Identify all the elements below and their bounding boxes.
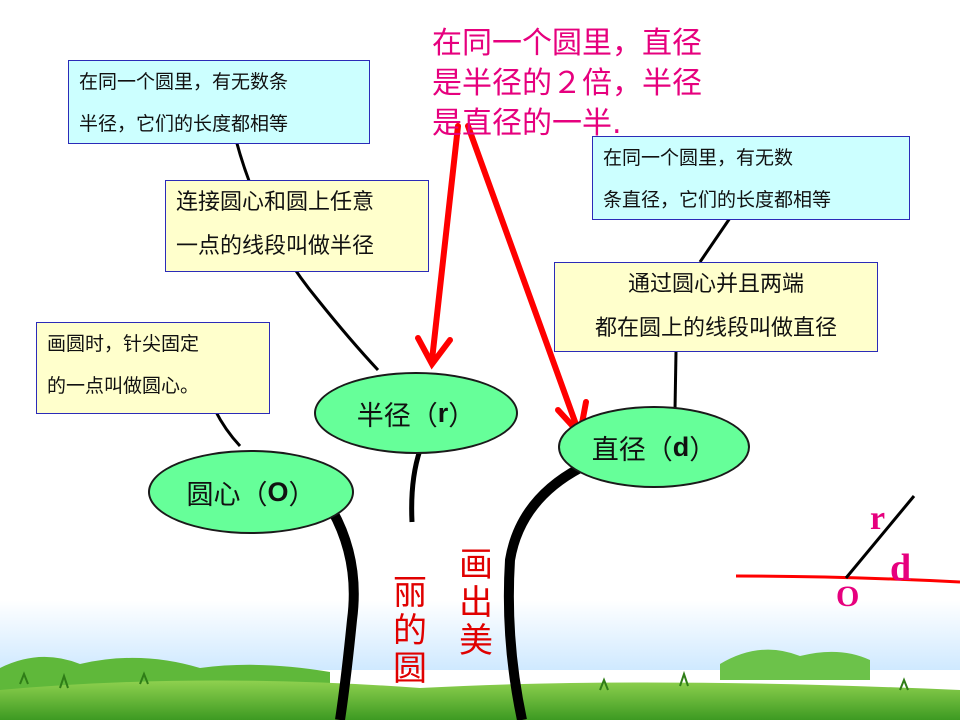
center-definition-line-1: 画圆时，针尖固定 (47, 333, 200, 355)
diameter-definition-box: 通过圆心并且两端 都在圆上的线段叫做直径 (554, 262, 878, 352)
diameter-property-line-2: 条直径，它们的长度都相等 (603, 189, 832, 211)
trunk-right-char-2: 出 (459, 583, 493, 623)
d-label: d (890, 547, 912, 589)
radius-leaf-symbol: r (437, 397, 449, 428)
center-definition-line-2: 的一点叫做圆心。 (47, 375, 200, 397)
title-line-2: 是半径的２倍，半径 (432, 66, 702, 101)
trunk-left-char-2: 的 (393, 611, 427, 651)
trunk-text-right: 画 出 美 (456, 546, 496, 660)
radius-leaf: 半径（r） (314, 372, 518, 454)
center-leaf-label: 圆心（ (186, 479, 268, 511)
trunk-left-char-3: 圆 (393, 649, 427, 689)
diameter-definition-line-2: 都在圆上的线段叫做直径 (594, 316, 837, 341)
diameter-line (735, 574, 960, 584)
arrow-to-radius (429, 123, 461, 363)
trunk-left-char-1: 丽 (393, 573, 427, 613)
grass-ground (0, 680, 960, 720)
radius-definition-line-2: 一点的线段叫做半径 (176, 234, 375, 259)
diameter-leaf: 直径（d） (558, 406, 750, 488)
center-leaf-symbol: O (267, 476, 289, 507)
trunk-right-char-1: 画 (459, 545, 493, 585)
arrow-to-diameter (465, 123, 581, 433)
branch-diameter (673, 351, 678, 411)
radius-property-line-2: 半径，它们的长度都相等 (79, 113, 289, 135)
arrow-head-radius (415, 335, 453, 370)
center-leaf: 圆心（O） (148, 450, 354, 534)
radius-definition-line-1: 连接圆心和圆上任意 (176, 190, 375, 215)
title-line-3: 是直径的一半. (432, 106, 622, 141)
trunk-right-char-3: 美 (459, 621, 493, 661)
trunk-text-left: 丽 的 圆 (390, 574, 430, 688)
center-definition-box: 画圆时，针尖固定 的一点叫做圆心。 (36, 322, 270, 414)
title-line-1: 在同一个圆里，直径 (432, 26, 702, 61)
diameter-property-line-1: 在同一个圆里，有无数 (603, 147, 794, 169)
diameter-definition-line-1: 通过圆心并且两端 (627, 272, 804, 297)
radius-line (844, 495, 916, 579)
title-text: 在同一个圆里，直径 是半径的２倍，半径 是直径的一半. (432, 24, 702, 144)
trunk-right-line (503, 463, 583, 720)
diameter-leaf-label: 直径（ (591, 434, 673, 466)
trunk-left-line (327, 507, 359, 720)
radius-property-box: 在同一个圆里，有无数条 半径，它们的长度都相等 (68, 60, 370, 144)
center-leaf-close: ） (288, 479, 316, 511)
radius-property-line-1: 在同一个圆里，有无数条 (79, 71, 289, 93)
radius-definition-box: 连接圆心和圆上任意 一点的线段叫做半径 (165, 180, 429, 272)
radius-leaf-close: ） (448, 400, 476, 432)
diameter-leaf-close: ） (689, 434, 717, 466)
diameter-leaf-symbol: d (672, 431, 690, 462)
branch-radius-trunk (409, 449, 423, 523)
grass-bush-right (720, 649, 870, 680)
branch-diameter-top (698, 217, 732, 263)
diameter-property-box: 在同一个圆里，有无数 条直径，它们的长度都相等 (592, 136, 910, 220)
radius-leaf-label: 半径（ (356, 400, 438, 432)
o-label: O (836, 580, 860, 613)
branch-center (213, 409, 242, 448)
r-label: r (870, 500, 886, 537)
